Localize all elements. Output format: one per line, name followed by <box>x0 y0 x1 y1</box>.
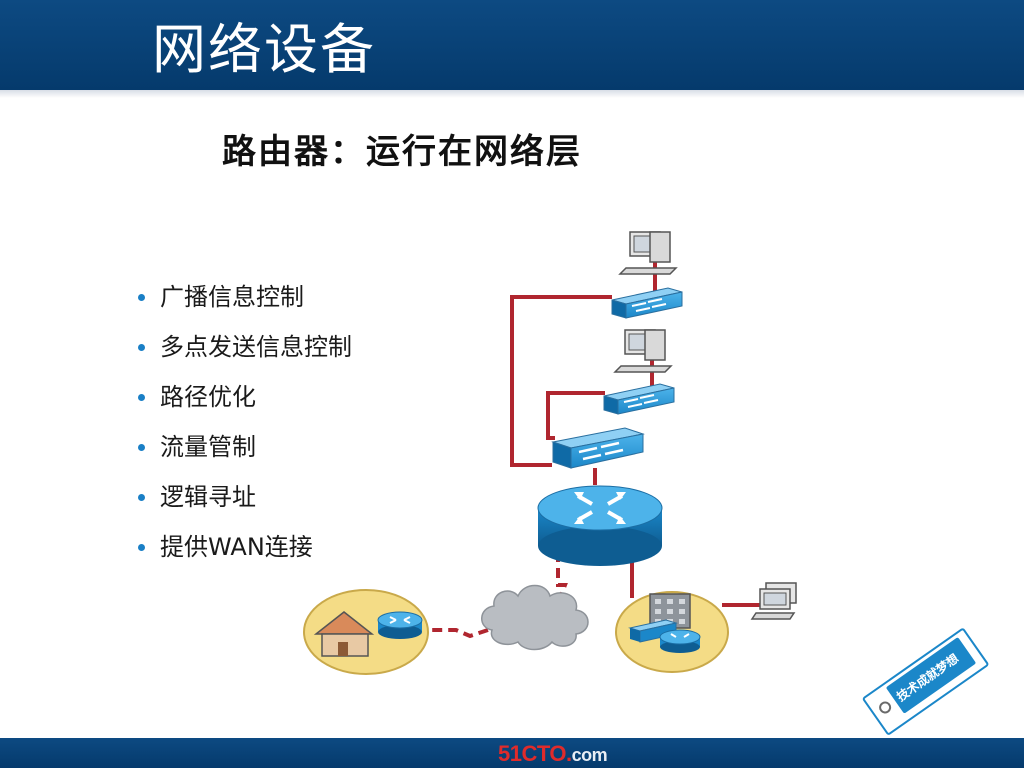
footer-logo: 51CTO.com <box>498 741 608 768</box>
tag-hole-icon <box>876 699 894 716</box>
bullet-text: 流量管制 <box>160 433 256 461</box>
bullet-text: 多点发送信息控制 <box>160 333 352 361</box>
bullet-text: 逻辑寻址 <box>160 483 256 511</box>
workstation-icon <box>613 329 673 373</box>
bullet-text: 广播信息控制 <box>160 283 304 311</box>
branch-office-site <box>303 589 429 675</box>
brand-name: 51CTO <box>498 741 567 766</box>
switch-icon <box>628 619 678 643</box>
bullet-item: 路径优化 <box>136 380 352 430</box>
header-divider <box>0 90 1024 98</box>
router-icon <box>377 611 423 639</box>
footer-bar <box>0 738 1024 768</box>
switch-icon <box>611 287 683 319</box>
bullet-text: 提供WAN连接 <box>160 533 313 561</box>
bullet-list: 广播信息控制 多点发送信息控制 路径优化 流量管制 逻辑寻址 提供WAN连接 <box>136 280 352 580</box>
bullet-dot-icon <box>138 294 145 301</box>
wan-link-cloud-to-branch <box>425 628 489 639</box>
header-bar <box>0 0 1024 90</box>
wan-link-router-to-cloud <box>556 552 568 599</box>
bullet-dot-icon <box>138 494 145 501</box>
brand-dot: . <box>566 741 572 766</box>
bullet-dot-icon <box>138 544 145 551</box>
bullet-dot-icon <box>138 394 145 401</box>
router-icon <box>537 485 663 566</box>
router-icon <box>659 629 701 653</box>
bullet-dot-icon <box>138 444 145 451</box>
house-icon <box>313 611 375 657</box>
bullet-item: 流量管制 <box>136 430 352 480</box>
switch-icon <box>603 383 675 415</box>
slide-title: 路由器：运行在网络层 <box>222 132 582 172</box>
core-switch-icon <box>551 427 645 469</box>
bullet-dot-icon <box>138 344 145 351</box>
wan-cloud-icon <box>481 584 589 651</box>
bullet-item: 广播信息控制 <box>136 280 352 330</box>
bullet-item: 逻辑寻址 <box>136 480 352 530</box>
bullet-text: 路径优化 <box>160 383 256 411</box>
workstation-icon <box>750 582 797 620</box>
campus-site <box>615 591 729 673</box>
wan-links <box>425 552 568 639</box>
link-router-to-top-switch <box>510 295 612 467</box>
bullet-item: 多点发送信息控制 <box>136 330 352 380</box>
workstation-icon <box>618 231 678 275</box>
page-title: 网络设备 <box>152 18 376 81</box>
brand-domain: com <box>571 745 608 765</box>
bullet-item: 提供WAN连接 <box>136 530 352 580</box>
link-core-switch-to-mid-switch <box>546 391 605 440</box>
